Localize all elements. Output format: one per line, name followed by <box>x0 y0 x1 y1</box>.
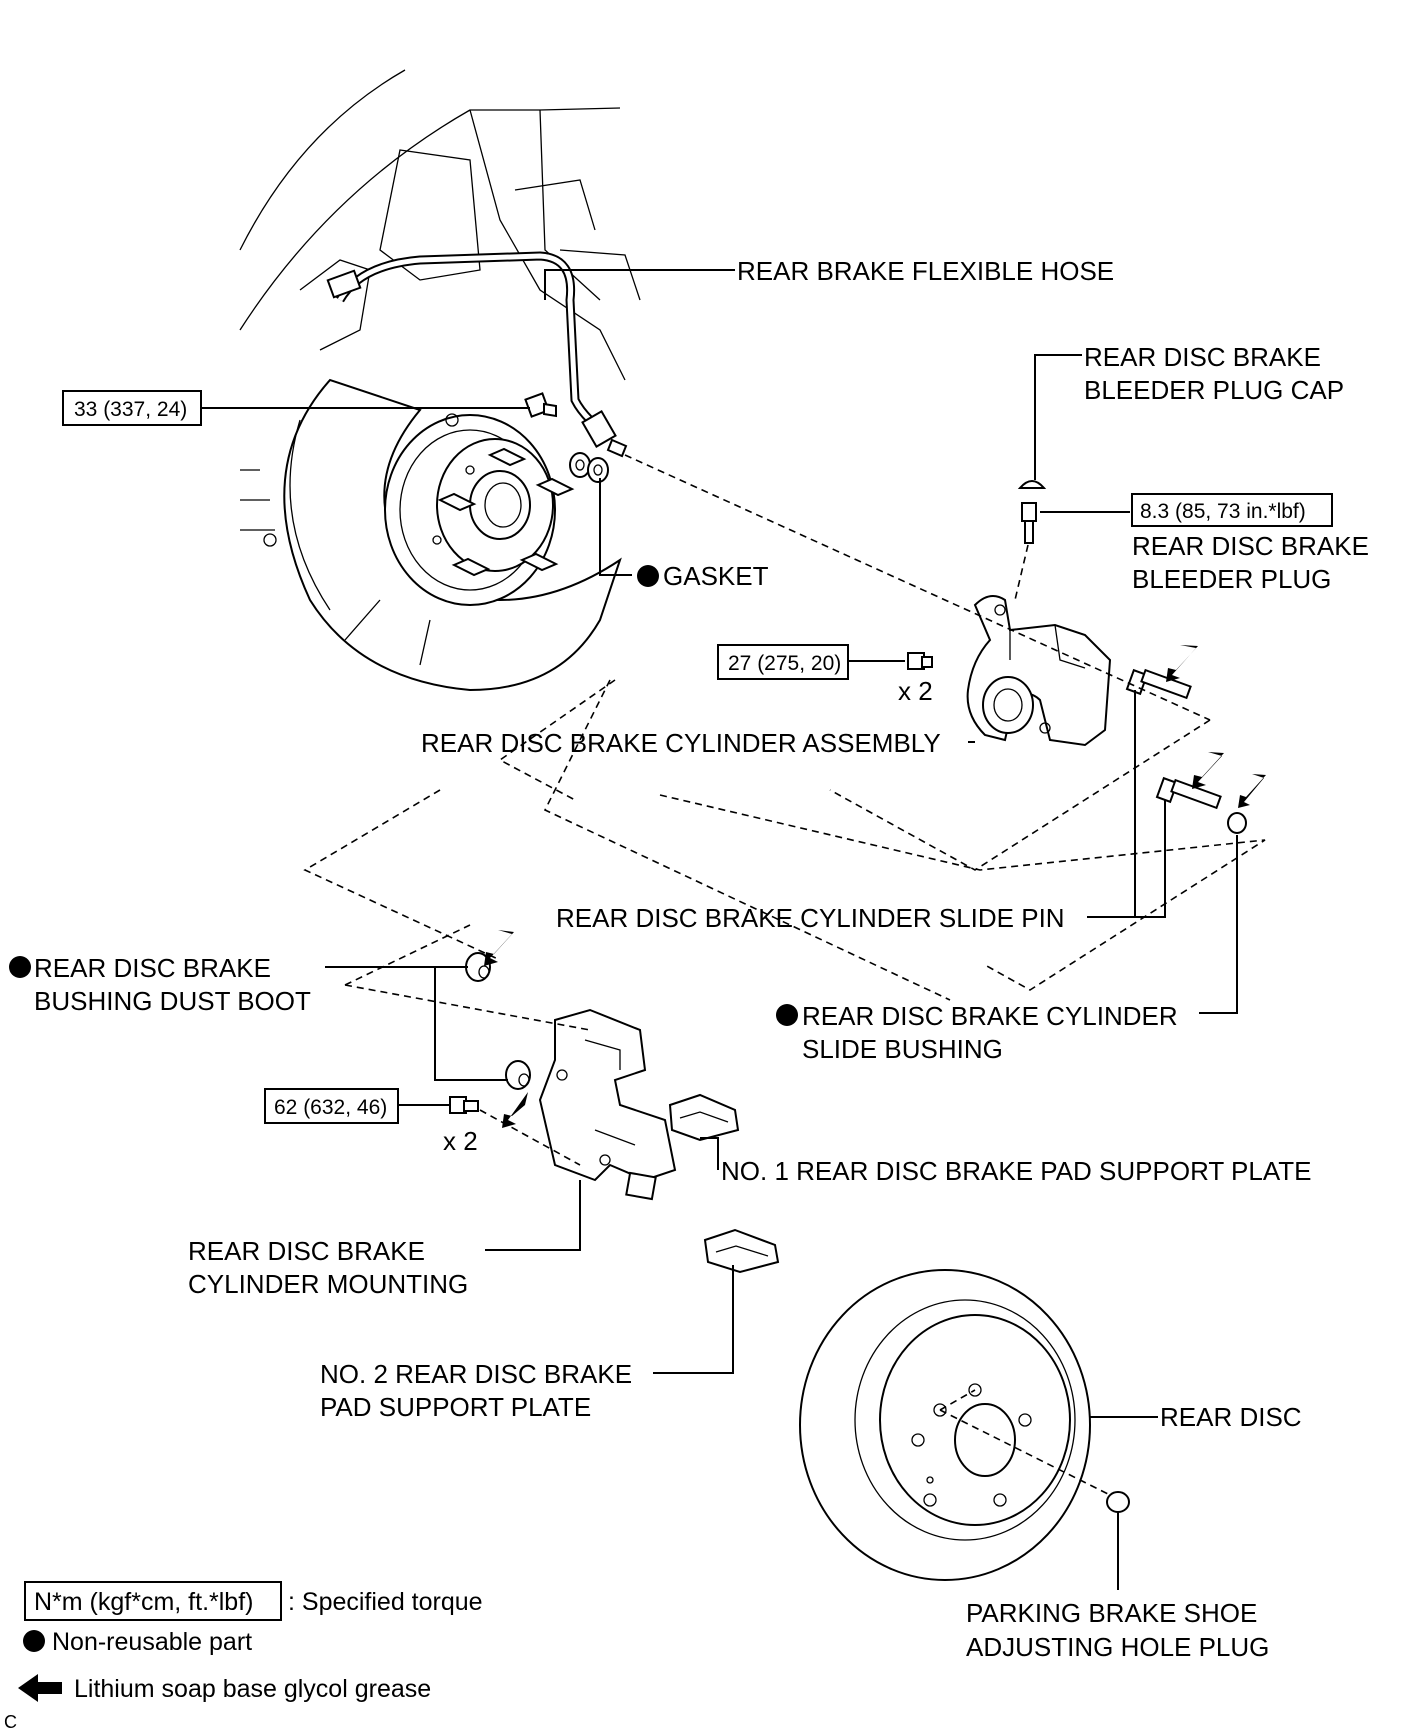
dust-boot-part <box>505 1060 531 1090</box>
qty-mounting-bolt: x 2 <box>443 1126 478 1156</box>
label-slide-bushing-1: REAR DISC BRAKE CYLINDER <box>802 1001 1178 1031</box>
torque-hub-bolt: 33 (337, 24) <box>74 398 187 421</box>
slide-pin-upper <box>1125 668 1192 700</box>
grease-arrow-icon <box>1166 645 1198 682</box>
grease-arrow-icon <box>502 1092 528 1128</box>
legend-torque-box <box>24 1581 282 1621</box>
grease-arrow-icon <box>484 930 514 966</box>
torque-bleeder-plug: 8.3 (85, 73 in.*lbf) <box>1140 500 1306 523</box>
label-pad-support-plate-2-line1: NO. 2 REAR DISC BRAKE <box>320 1359 632 1389</box>
non-reusable-icon <box>776 1004 798 1026</box>
grease-arrow-icon <box>1192 752 1224 789</box>
alignment-lines <box>303 454 1266 1496</box>
torque-box-hub-bolt <box>62 390 202 426</box>
leader-lines <box>200 269 1238 1590</box>
slide-pin-lower <box>1155 776 1222 810</box>
hose-bracket-bolt <box>524 392 557 418</box>
legend-torque-desc: : Specified torque <box>288 1588 483 1616</box>
footer-code: C <box>4 1712 17 1732</box>
legend: N*m (kgf*cm, ft.*lbf) : Specified torque… <box>4 1581 483 1732</box>
label-cylinder-assembly: REAR DISC BRAKE CYLINDER ASSEMBLY <box>421 728 941 758</box>
gasket-part <box>569 452 609 483</box>
bleeder-plug-cap-part <box>1017 480 1047 489</box>
slide-bushing-part <box>1227 812 1247 834</box>
qty-cylinder-bolt: x 2 <box>898 676 933 706</box>
legend-torque-units: N*m (kgf*cm, ft.*lbf) <box>34 1588 253 1616</box>
label-bleeder-plug-cap-2: BLEEDER PLUG CAP <box>1084 375 1344 405</box>
torque-box-mounting-bolt <box>264 1088 399 1124</box>
hub-bolt-set <box>437 447 575 577</box>
non-reusable-icon <box>23 1630 45 1652</box>
label-dust-boot-2: BUSHING DUST BOOT <box>34 986 311 1016</box>
label-slide-bushing-2: SLIDE BUSHING <box>802 1034 1003 1064</box>
hub-assembly-illustration <box>239 69 641 692</box>
arrow-left-icon <box>18 1674 62 1702</box>
torque-box-bleeder-plug <box>1131 493 1333 527</box>
label-bleeder-plug-cap-1: REAR DISC BRAKE <box>1084 342 1321 372</box>
label-rear-disc: REAR DISC <box>1160 1402 1302 1432</box>
pad-support-plate-1-part <box>668 1093 740 1142</box>
rear-disc-illustration <box>799 1269 1091 1581</box>
label-pad-support-plate-1: NO. 1 REAR DISC BRAKE PAD SUPPORT PLATE <box>721 1156 1311 1186</box>
non-reusable-icon <box>637 565 659 587</box>
label-dust-boot-1: REAR DISC BRAKE <box>34 953 271 983</box>
grease-arrow-icon <box>1238 774 1266 808</box>
hole-plug-part <box>1106 1491 1130 1513</box>
label-gasket: GASKET <box>663 561 769 591</box>
label-slide-pin: REAR DISC BRAKE CYLINDER SLIDE PIN <box>556 903 1065 933</box>
cylinder-bolt <box>907 652 933 670</box>
legend-non-reusable: Non-reusable part <box>52 1628 252 1656</box>
label-pad-support-plate-2-line2: PAD SUPPORT PLATE <box>320 1392 591 1422</box>
label-hole-plug-1: PARKING BRAKE SHOE <box>966 1598 1257 1628</box>
cylinder-mounting-illustration <box>449 930 677 1201</box>
label-bleeder-plug-2: BLEEDER PLUG <box>1132 564 1331 594</box>
torque-cylinder-bolt: 27 (275, 20) <box>728 652 841 675</box>
pad-support-plate-2-part <box>703 1228 780 1274</box>
label-cylinder-mounting-1: REAR DISC BRAKE <box>188 1236 425 1266</box>
label-rear-brake-flexible-hose: REAR BRAKE FLEXIBLE HOSE <box>737 256 1114 286</box>
legend-grease: Lithium soap base glycol grease <box>74 1675 431 1703</box>
torque-box-cylinder-bolt <box>717 644 849 680</box>
cylinder-assembly-illustration <box>907 480 1266 834</box>
mounting-bolt <box>449 1096 479 1114</box>
label-bleeder-plug-1: REAR DISC BRAKE <box>1132 531 1369 561</box>
label-cylinder-mounting-2: CYLINDER MOUNTING <box>188 1269 468 1299</box>
bleeder-plug-part <box>1021 502 1037 544</box>
label-hole-plug-2: ADJUSTING HOLE PLUG <box>966 1632 1269 1662</box>
dust-boot-part <box>465 952 491 982</box>
non-reusable-icon <box>9 956 31 978</box>
torque-mounting-bolt: 62 (632, 46) <box>274 1096 387 1119</box>
